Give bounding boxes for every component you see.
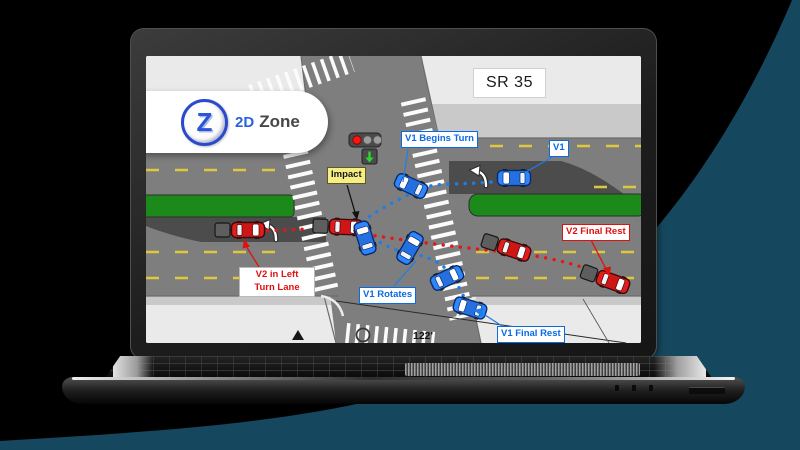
- sd-card-slot: [689, 387, 725, 394]
- label-distance-122ft: 122': [413, 330, 434, 342]
- label-v2-left-line2: Turn Lane: [254, 281, 300, 293]
- turn-arrow-marking-east: [468, 164, 489, 189]
- median-green-east: [468, 193, 641, 217]
- v1-rotation-path: [357, 226, 471, 309]
- logo-prefix: 2D: [235, 113, 255, 131]
- v2-car-turn-lane: [214, 220, 266, 240]
- crosswalks: [248, 56, 475, 343]
- manhole-circle-icon: [355, 327, 371, 343]
- median-green-west: [146, 194, 295, 218]
- v1-approach-path: [357, 180, 493, 227]
- crosswalk-north: [248, 56, 355, 107]
- side-ports: [615, 385, 653, 391]
- v1-car-pocket: [496, 168, 532, 188]
- deck-edge-right: [654, 356, 706, 378]
- wb-pocket-taper: [561, 161, 641, 194]
- label-v2-in-left-turn-lane: V2 in Left Turn Lane: [239, 267, 315, 297]
- laptop-screen-bezel: SR 35 V1 Begins Turn V1 Impact V2 in Lef…: [130, 28, 657, 360]
- dimension-line-122ft: [335, 300, 627, 343]
- laptop-base-front: [62, 377, 745, 404]
- crosswalk-west: [280, 139, 340, 297]
- label-v2-final-rest: V2 Final Rest: [562, 224, 630, 241]
- eb-pocket-taper: [146, 226, 201, 242]
- label-v1-final-rest: V1 Final Rest: [497, 326, 565, 343]
- label-leaders: [242, 148, 611, 327]
- logo-name: Zone: [259, 112, 300, 131]
- base-highlight: [72, 377, 735, 380]
- z-logo-icon: Z: [181, 98, 228, 146]
- deck-edge-left: [113, 356, 153, 378]
- 2d-zone-logo: Z 2D Zone: [146, 91, 328, 153]
- label-v1: V1: [549, 140, 569, 157]
- north-arrow-icon: [292, 330, 304, 340]
- z-logo-letter: Z: [196, 107, 213, 137]
- diagram-screen: SR 35 V1 Begins Turn V1 Impact V2 in Lef…: [146, 56, 641, 343]
- road-sign-sr35: SR 35: [474, 69, 545, 97]
- speaker-mesh: [405, 363, 640, 376]
- sw-corner-curb: [320, 294, 345, 317]
- laptop-keyboard-deck: [105, 356, 712, 378]
- cross-street-surface: [301, 56, 481, 343]
- traffic-signal-icon: [348, 132, 383, 165]
- label-v1-rotates: V1 Rotates: [359, 287, 417, 304]
- label-impact: Impact: [327, 167, 366, 184]
- driveway-edge-line: [582, 298, 610, 343]
- label-v1-begins-turn: V1 Begins Turn: [401, 131, 478, 148]
- label-v2-left-line1: V2 in Left: [255, 269, 299, 280]
